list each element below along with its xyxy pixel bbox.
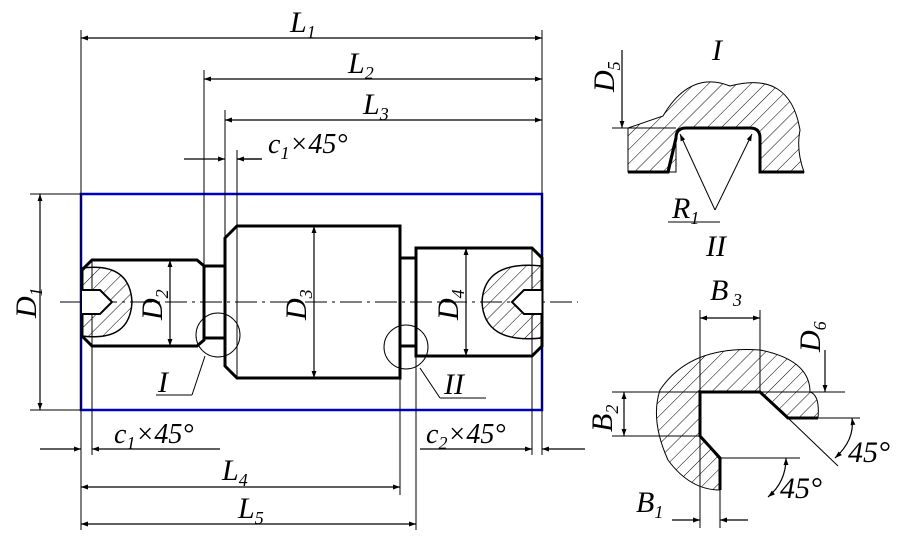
- label-c2: c2×45°: [426, 419, 506, 453]
- label-D1: D1: [10, 287, 46, 319]
- label-D2: D2: [136, 289, 172, 321]
- title-detail-I: I: [711, 34, 724, 67]
- dimension-lines: [30, 30, 585, 530]
- label-L4: L4: [221, 454, 248, 490]
- detail-I-circle: [195, 312, 241, 358]
- label-D6: D6: [794, 321, 830, 353]
- label-c1-top: c1×45°: [268, 129, 348, 163]
- label-B1: B1: [636, 486, 663, 522]
- label-D5: D5: [588, 61, 624, 93]
- callout-I: I: [157, 366, 170, 399]
- callout-II: II: [443, 368, 466, 401]
- label-D3: D3: [280, 289, 316, 321]
- label-B3: B 3: [710, 274, 742, 310]
- title-detail-II: II: [705, 230, 728, 263]
- label-L5: L5: [237, 492, 264, 528]
- label-angle-upper: 45°: [848, 436, 890, 469]
- detail-I-view: [612, 50, 805, 223]
- labels: L1 L2 L3 c1×45° D1 D2 D3 D4 I II c1×45° …: [10, 6, 890, 528]
- label-R1: R1: [671, 192, 699, 228]
- label-D4: D4: [432, 289, 468, 321]
- label-L3: L3: [362, 88, 389, 124]
- detail-II-circle: [383, 324, 429, 370]
- label-c1-bottom: c1×45°: [114, 419, 194, 453]
- label-L2: L2: [347, 47, 374, 83]
- label-L1: L1: [289, 6, 316, 42]
- label-angle-lower: 45°: [780, 472, 822, 505]
- label-B2: B2: [586, 405, 622, 432]
- detail-II-view: [612, 310, 860, 528]
